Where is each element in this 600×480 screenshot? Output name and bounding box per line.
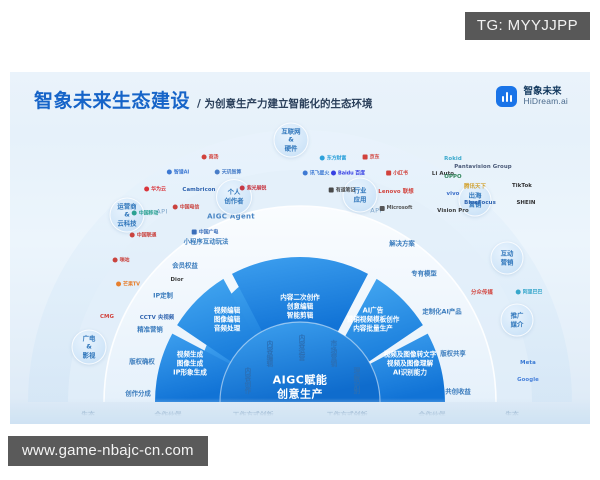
audience-pill-industry-application[interactable]: 行业 应用 <box>342 177 378 213</box>
sector-pill-overseas-marketing[interactable]: 出海 营销 <box>458 183 492 217</box>
outer-ring-right-3: 版权共享 <box>440 349 466 358</box>
partner-logo-7: 中国电信 <box>172 204 199 211</box>
outer-ring-left-0: 小程序互动玩法 <box>183 237 229 246</box>
brand-logo: 智象未来 HiDream.ai <box>496 86 568 107</box>
sector-pill-internet-hardware[interactable]: 互联网 & 硬件 <box>273 122 309 158</box>
partner-logo-16: 京东 <box>362 154 380 161</box>
partner-logo-4: Cambricon <box>182 187 216 193</box>
core-disk <box>220 322 380 402</box>
partner-logo-26: vivo <box>446 191 460 197</box>
partner-logo-29: 腾讯天下 <box>464 184 486 190</box>
api-label-left: API <box>156 207 168 216</box>
legend-col-3: 工作方式创新 数据驱动 运营 <box>326 411 368 424</box>
sector-pill-broadcast-film[interactable]: 广电 & 影视 <box>71 329 107 365</box>
url-watermark: www.game-nbajc-cn.com <box>8 436 208 466</box>
partner-logo-6: 中国移动 <box>131 210 158 217</box>
capability-wedges <box>155 256 445 402</box>
sector-pill-interactive-marketing[interactable]: 互动 营销 <box>490 241 524 275</box>
bar-chart-app-icon <box>496 86 518 107</box>
partner-logo-36: Google <box>517 377 539 383</box>
telegram-watermark: TG: MYYJJPP <box>464 12 590 40</box>
inner-ring-item-2: 内容运营 <box>296 334 305 361</box>
sector-pill-operator-cloud[interactable]: 运营商 & 云科技 <box>109 197 145 233</box>
partner-logo-14: CCTV 央视频 <box>139 315 175 321</box>
inner-ring-item-4: 理解识别 <box>351 367 360 394</box>
partner-logo-17: 讯飞星火 <box>302 170 329 177</box>
legend-col-1: 合作伙伴 价值链 数字协同 <box>154 411 182 424</box>
partner-logo-3: 华为云 <box>144 186 166 193</box>
legend-col-5: 生态 AIoT 生态共创 <box>504 411 520 424</box>
partner-logo-20: 有道笔记 <box>328 187 355 194</box>
partner-logo-23: Li Auto <box>431 171 455 177</box>
partner-logo-34: 阿里巴巴 <box>515 289 542 296</box>
core-label: AIGC赋能 创意生产 <box>272 373 328 401</box>
partner-logo-28: Pantavision Group <box>454 164 512 170</box>
partner-logo-8: 中国联通 <box>129 232 156 239</box>
outer-ring-left-1: 会员权益 <box>172 261 198 270</box>
api-label-right: API <box>370 206 382 215</box>
ecosystem-fan-diagram: AIGC赋能 创意生产 内容创作 内容编辑 内容运营 市场营销 理解识别 视频生… <box>10 72 590 424</box>
partner-logo-10: 咪咕 <box>112 257 130 264</box>
page-subtitle: / 为创意生产力建立智能化的生态环境 <box>197 98 373 110</box>
presentation-slide: 智象未来生态建设 / 为创意生产力建立智能化的生态环境 智象未来 HiDream… <box>10 72 590 424</box>
partner-logo-24: Rokid <box>444 156 462 162</box>
capability-sector-4: 视频及图像转文字 视频及图像理解 AI识别能力 <box>383 350 437 377</box>
brand-name-cn: 智象未来 <box>523 86 562 98</box>
inner-ring-item-3: 市场营销 <box>328 340 337 367</box>
partner-logo-35: Meta <box>520 360 536 366</box>
partner-logo-32: SHEIN <box>516 200 536 206</box>
partner-logo-21: Lenovo 联想 <box>378 189 414 195</box>
inner-ring-item-0: 内容创作 <box>242 367 251 394</box>
brand-text: 智象未来 HiDream.ai <box>523 87 568 106</box>
outer-ring-right-1: 专有模型 <box>411 269 437 278</box>
partner-logo-9: 中国广电 <box>191 229 218 236</box>
partner-logo-5: 紫光展锐 <box>239 185 266 192</box>
partner-logo-22: Microsoft <box>379 205 412 211</box>
capability-sector-3: AI广告 营销视频模板创作 内容批量生产 <box>346 306 400 333</box>
brand-name-en: HiDream.ai <box>523 96 568 107</box>
slide-header: 智象未来生态建设 / 为创意生产力建立智能化的生态环境 <box>34 86 373 113</box>
capability-sector-2: 内容二次创作 创意编辑 智能剪辑 <box>280 293 320 320</box>
agent-label: AIGC Agent <box>207 212 255 221</box>
capability-sector-1: 视频编辑 图像编辑 音频处理 <box>213 306 241 333</box>
partner-logo-25: OPPO <box>444 174 462 180</box>
partner-logo-12: Dior <box>170 277 184 283</box>
page-title: 智象未来生态建设 <box>34 90 191 112</box>
outer-ring-left-3: 精准营销 <box>137 325 163 334</box>
legend-col-4: 合作伙伴 价值链 数字协同 <box>418 411 446 424</box>
outer-ring-right-2: 定制化AI产品 <box>422 307 462 316</box>
partner-logo-18: Baidu 百度 <box>331 170 365 177</box>
legend-col-0: 生态 AIoT 生态共创 <box>80 411 96 424</box>
legend-col-2: 工作方式创新 数据驱动 运营 <box>232 411 274 424</box>
partner-logo-15: 东方财富 <box>319 155 346 162</box>
partner-logo-11: 芒果TV <box>116 281 140 288</box>
fan-svg <box>28 130 572 403</box>
partner-logo-31: BlueFocus <box>464 200 496 206</box>
partner-logo-27: Vision Pro <box>437 208 469 214</box>
partner-logo-13: CMG <box>99 314 115 320</box>
partner-logo-30: TikTok <box>512 183 532 189</box>
sector-pill-promotion-media[interactable]: 推广 媒介 <box>500 303 534 337</box>
partner-logo-19: 小红书 <box>386 170 408 177</box>
capability-sector-0: 视频生成 图像生成 IP形象生成 <box>173 350 207 377</box>
partner-logo-33: 分众传媒 <box>471 290 493 296</box>
outer-ring-left-5: 创作分成 <box>125 389 151 398</box>
partner-logo-0: 商汤 <box>201 154 219 161</box>
outer-ring-right-4: 共创收益 <box>445 387 471 396</box>
partner-logo-2: 天玑智算 <box>214 169 241 176</box>
outer-ring-left-4: 版权确权 <box>129 357 155 366</box>
outer-ring-left-2: IP定制 <box>153 291 173 300</box>
inner-ring-item-1: 内容编辑 <box>264 340 273 367</box>
audience-pill-individual-creator[interactable]: 个人 创作者 <box>216 179 252 215</box>
partner-logo-1: 智谱AI <box>166 169 189 176</box>
outer-ring-right-0: 解决方案 <box>389 239 415 248</box>
